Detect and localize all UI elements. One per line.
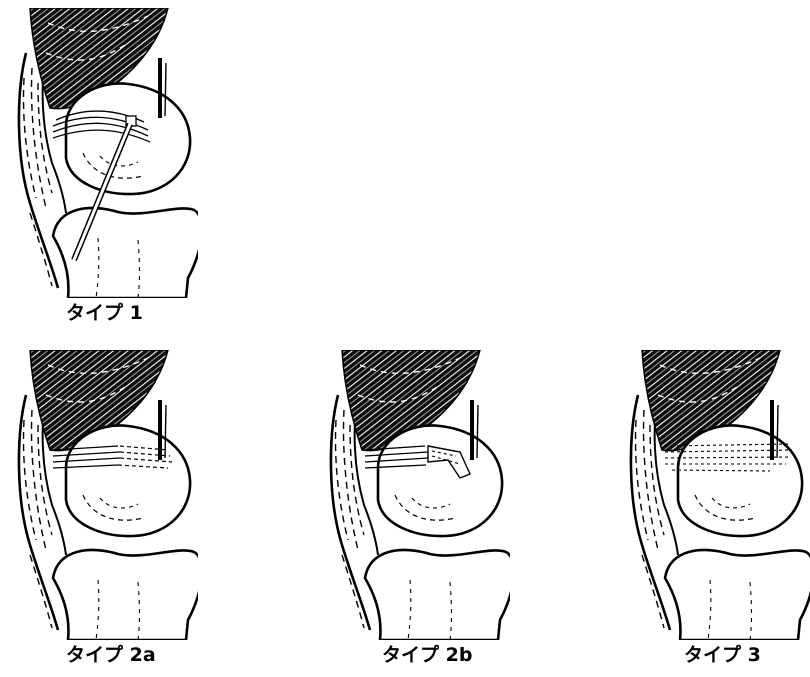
caption-type-2b: タイプ 2b (382, 640, 472, 667)
knee-illustration (8, 350, 198, 640)
knee-illustration (8, 8, 198, 298)
figure-type-1 (8, 8, 198, 298)
figure-type-2a (8, 350, 198, 640)
figure-type-3 (620, 350, 810, 640)
knee-illustration (320, 350, 510, 640)
figure-type-2b (320, 350, 510, 640)
caption-type-3: タイプ 3 (684, 640, 761, 667)
caption-type-2a: タイプ 2a (66, 640, 156, 667)
knee-illustration (620, 350, 810, 640)
caption-type-1: タイプ 1 (66, 298, 143, 325)
